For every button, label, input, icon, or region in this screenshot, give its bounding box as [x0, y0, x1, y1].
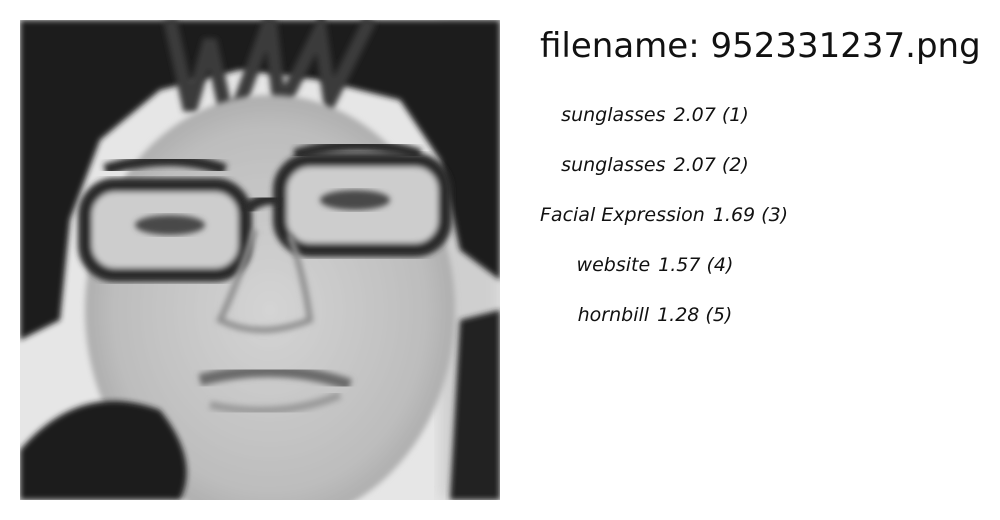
- prediction-rank: (5): [705, 304, 733, 326]
- prediction-label: sunglasses: [561, 104, 666, 126]
- prediction-label: Facial Expression: [540, 204, 705, 226]
- prediction-rank: (2): [721, 154, 749, 176]
- face-photo-icon: [20, 20, 500, 500]
- prediction-rank: (4): [706, 254, 734, 276]
- prediction-rank: (1): [721, 104, 749, 126]
- prediction-score: 1.69: [712, 204, 756, 226]
- prediction-label: sunglasses: [561, 154, 666, 176]
- prediction-item: sunglasses 2.07 (1): [540, 90, 770, 140]
- prediction-item: website 1.57 (4): [540, 240, 770, 290]
- prediction-label: hornbill: [577, 304, 650, 326]
- filename-label: filename:: [540, 26, 700, 66]
- prediction-score: 1.57: [658, 254, 701, 276]
- prediction-label: website: [576, 254, 651, 276]
- prediction-score: 1.28: [657, 304, 700, 326]
- prediction-item: hornbill 1.28 (5): [540, 290, 770, 340]
- prediction-score: 2.07: [673, 154, 716, 176]
- prediction-list: sunglasses 2.07 (1) sunglasses 2.07 (2) Fa…: [540, 90, 788, 340]
- prediction-item: Facial Expression 1.69 (3): [540, 190, 788, 240]
- face-photo: [20, 20, 500, 500]
- prediction-rank: (3): [761, 204, 789, 226]
- filename-value: 952331237.png: [710, 26, 981, 66]
- prediction-score: 2.07: [673, 104, 716, 126]
- prediction-item: sunglasses 2.07 (2): [540, 140, 770, 190]
- filename-heading: filename: 952331237.png: [540, 22, 981, 70]
